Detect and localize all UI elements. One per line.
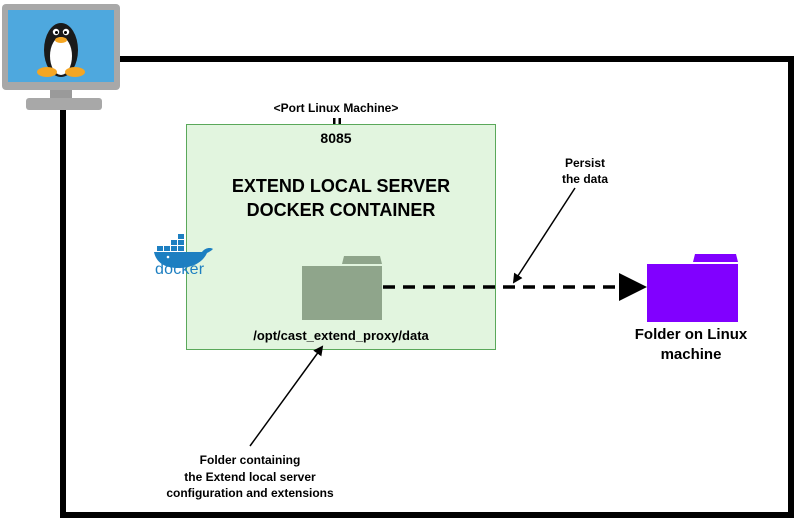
container-title-line1: EXTEND LOCAL SERVER — [231, 176, 451, 196]
port-number: 8085 — [320, 130, 352, 146]
persist-pointer-arrow — [512, 187, 576, 284]
docker-wordmark: docker — [155, 261, 205, 278]
container-title: EXTEND LOCAL SERVER DOCKER CONTAINER — [196, 174, 486, 222]
persist-annotation: Persist the data — [535, 155, 635, 187]
linux-folder-label: Folder on Linux machine — [606, 325, 776, 365]
docker-whale-icon — [154, 234, 213, 268]
container-path: /opt/cast_extend_proxy/data — [253, 328, 429, 343]
linux-folder-label-line2: machine — [660, 346, 722, 363]
folder-icon — [302, 256, 382, 320]
persist-line1: Persist — [564, 156, 606, 170]
container-title-line2: DOCKER CONTAINER — [246, 200, 436, 220]
linux-monitor-icon — [2, 4, 120, 110]
linux-folder-label-line1: Folder on Linux — [634, 326, 748, 343]
port-marker-icon — [333, 118, 341, 129]
persist-line2: the data — [561, 172, 608, 186]
tux-penguin-icon — [37, 23, 85, 77]
folder-pointer-arrow — [249, 345, 324, 447]
folder-note-line3: configuration and extensions — [166, 486, 334, 500]
port-label: <Port Linux Machine> — [273, 101, 399, 115]
folder-annotation: Folder containing the Extend local serve… — [130, 452, 370, 502]
linux-machine-frame — [60, 56, 794, 518]
folder-note-line2: the Extend local server — [184, 469, 316, 484]
folder-note-line1: Folder containing — [199, 453, 301, 467]
linux-folder-icon — [647, 254, 738, 322]
